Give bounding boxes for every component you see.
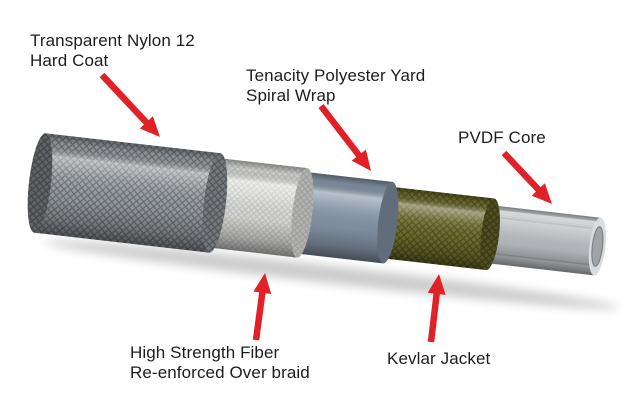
arrow-spiral-wrap	[318, 104, 371, 171]
label-nylon-line2: Hard Coat	[30, 51, 109, 70]
tube-assembly	[27, 133, 620, 309]
label-fiber-line2: Re-enforced Over braid	[130, 363, 310, 382]
label-nylon-hard-coat: Transparent Nylon 12 Hard Coat	[30, 31, 195, 71]
layer-kevlar-jacket	[383, 186, 500, 271]
label-polyester-line1: Tenacity Polyester Yard	[246, 66, 426, 85]
arrow-kevlar-jacket	[427, 274, 446, 343]
label-polyester-line2: Spiral Wrap	[246, 86, 336, 105]
arrow-fiber-overbraid	[252, 273, 272, 341]
label-kevlar-jacket: Kevlar Jacket	[387, 349, 490, 369]
label-nylon-line1: Transparent Nylon 12	[30, 31, 195, 50]
label-fiber-line1: High Strength Fiber	[130, 343, 280, 362]
label-pvdf-core: PVDF Core	[458, 128, 546, 148]
label-kevlar-line1: Kevlar Jacket	[387, 349, 491, 368]
arrow-nylon-hard-coat	[99, 72, 160, 137]
label-pvdf-line1: PVDF Core	[458, 128, 546, 147]
layer-nylon-hard-coat	[27, 133, 228, 253]
layer-fiber-overbraid	[209, 158, 314, 258]
layer-spiral-wrap	[297, 172, 399, 264]
tube-shadow	[43, 240, 620, 309]
callout-arrows	[99, 72, 552, 343]
label-spiral-wrap: Tenacity Polyester Yard Spiral Wrap	[246, 66, 425, 106]
arrow-pvdf-core	[501, 150, 552, 204]
label-fiber-overbraid: High Strength Fiber Re-enforced Over bra…	[130, 343, 310, 383]
layer-pvdf-core	[486, 205, 606, 276]
